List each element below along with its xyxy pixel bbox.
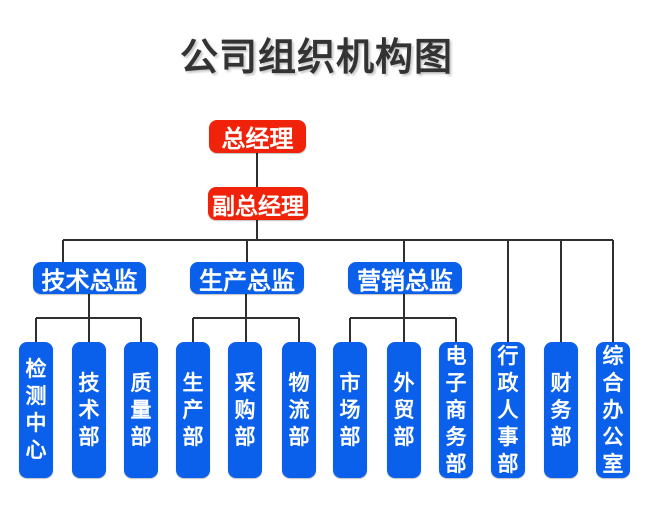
node-dept-logistics: 物流部 <box>282 342 316 478</box>
dept-label: 采购部 <box>234 370 256 449</box>
node-dept-production: 生产部 <box>176 342 210 478</box>
node-deputy-general-manager: 副总经理 <box>208 187 308 220</box>
node-general-manager: 总经理 <box>209 120 306 153</box>
node-dept-purchasing: 采购部 <box>228 342 262 478</box>
node-director-production: 生产总监 <box>190 262 304 295</box>
dept-label: 检测中心 <box>25 357 47 462</box>
node-director-marketing: 营销总监 <box>348 262 462 295</box>
dept-label: 外贸部 <box>393 370 415 449</box>
node-dept-ecommerce: 电子商务部 <box>439 342 473 478</box>
dept-label: 财务部 <box>550 370 572 449</box>
dept-label: 行政人事部 <box>497 343 519 476</box>
dept-label: 物流部 <box>288 370 310 449</box>
node-dept-admin-hr: 行政人事部 <box>491 342 525 478</box>
dept-label: 质量部 <box>130 370 152 449</box>
dept-label: 市场部 <box>339 370 361 449</box>
node-dept-finance: 财务部 <box>544 342 578 478</box>
node-director-technical: 技术总监 <box>33 262 146 295</box>
chart-title: 公司组织机构图 <box>179 35 453 79</box>
dept-label: 电子商务部 <box>445 343 467 476</box>
dept-label: 生产部 <box>182 370 204 449</box>
node-dept-market: 市场部 <box>333 342 367 478</box>
dept-label: 技术部 <box>78 370 100 449</box>
node-dept-general-office: 综合办公室 <box>596 342 630 478</box>
node-dept-technology: 技术部 <box>72 342 106 478</box>
node-dept-testing-center: 检测中心 <box>19 342 53 478</box>
node-dept-foreign-trade: 外贸部 <box>387 342 421 478</box>
node-dept-quality: 质量部 <box>124 342 158 478</box>
dept-label: 综合办公室 <box>602 343 624 476</box>
